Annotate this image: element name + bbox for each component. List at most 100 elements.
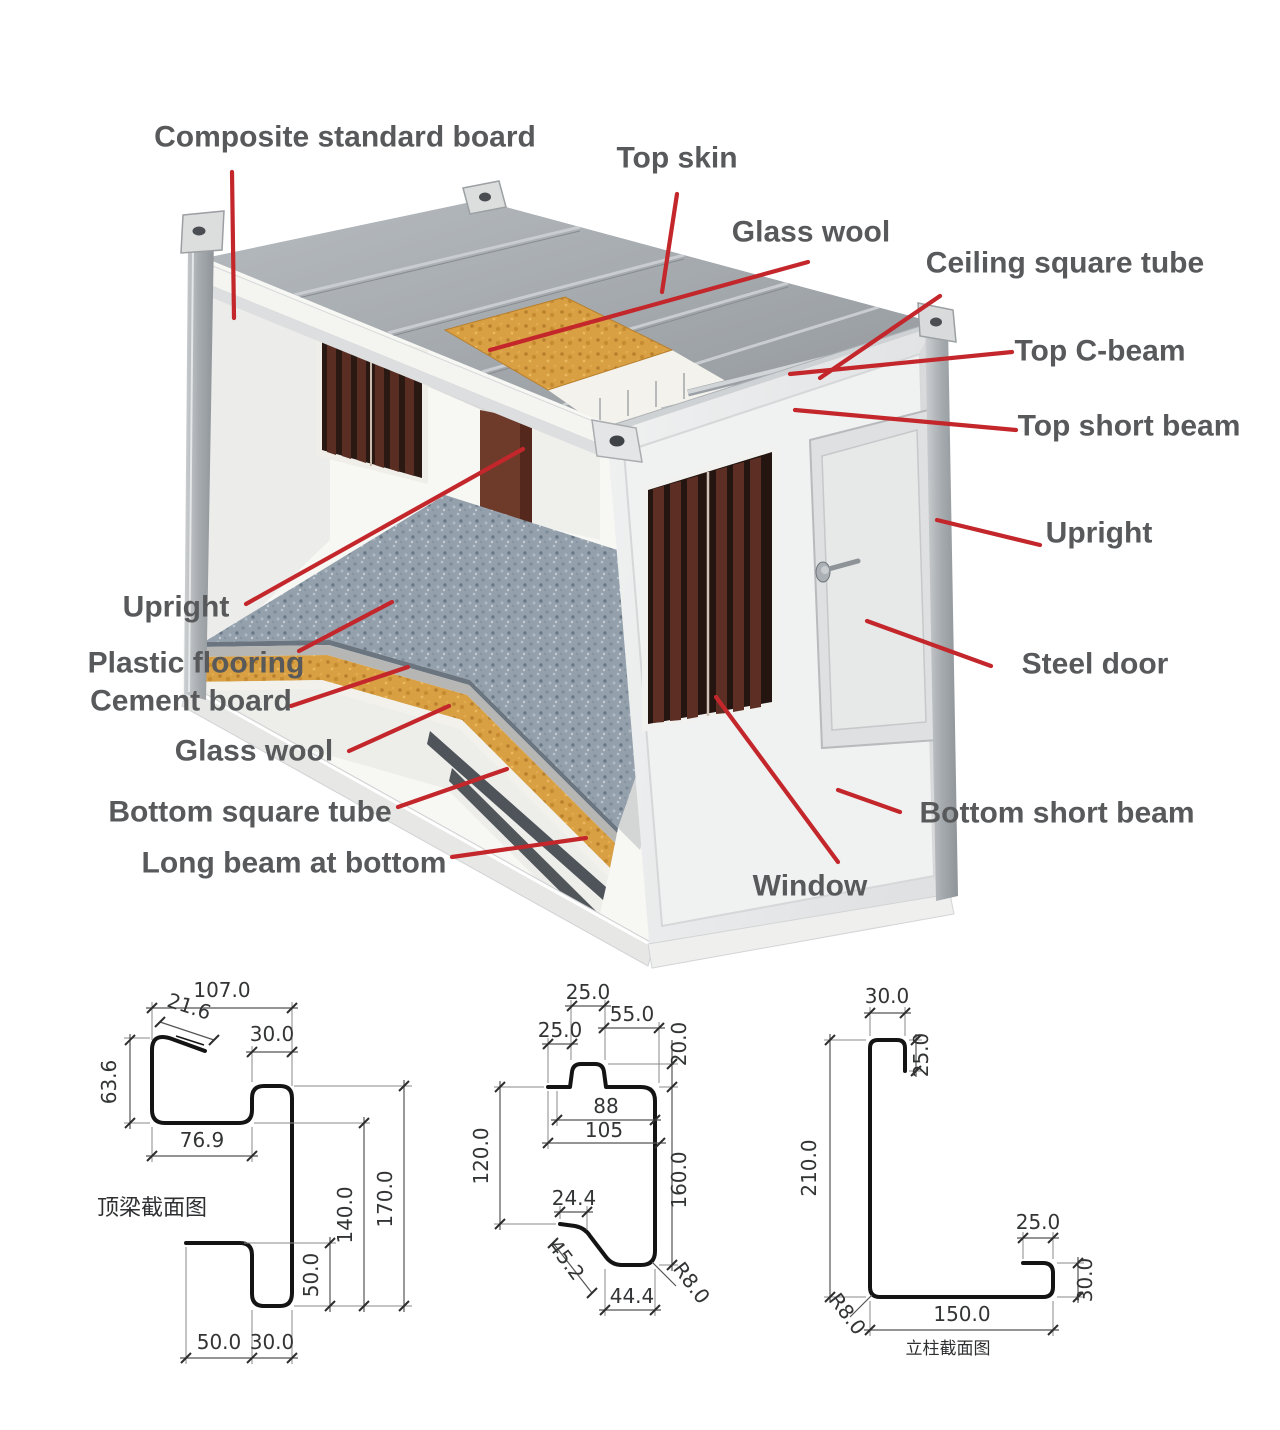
top-beam-lip-inner xyxy=(175,1035,205,1046)
label-composite-standard-board: Composite standard board xyxy=(154,121,536,154)
label-ceiling-square-tube: Ceiling square tube xyxy=(926,247,1204,280)
label-bottom-square-tube: Bottom square tube xyxy=(108,796,391,829)
bottom-short-beam-edge xyxy=(647,893,955,969)
dim-45-2: 45.2 xyxy=(544,1235,590,1285)
front-window-slats xyxy=(653,457,761,723)
label-long-beam-at-bottom: Long beam at bottom xyxy=(142,847,447,880)
upright-column-extension-lines xyxy=(824,1007,1084,1336)
door-panel xyxy=(821,429,927,731)
casting-hole-front xyxy=(609,435,625,447)
top-beam-dimension-lines xyxy=(129,1007,405,1359)
dim-160: 160.0 xyxy=(667,1151,691,1208)
dim-210: 210.0 xyxy=(797,1139,821,1196)
upright-post-right xyxy=(925,318,958,901)
dim-76-9: 76.9 xyxy=(180,1128,225,1152)
label-top-c-beam: Top C-beam xyxy=(1014,335,1185,368)
top-beam-ticks xyxy=(124,1002,410,1364)
dim-25-hat: 25.0 xyxy=(566,980,611,1004)
label-bottom-short-beam: Bottom short beam xyxy=(919,797,1194,830)
leader-upright-left xyxy=(243,446,526,607)
leader-cement-board xyxy=(288,664,411,709)
ceiling-board-ticks xyxy=(599,373,685,424)
dim-150: 150.0 xyxy=(933,1302,990,1326)
dim-24-4: 24.4 xyxy=(552,1186,597,1210)
long-bottom-beam xyxy=(181,683,655,967)
house-illustration: Composite standard board Top skin Glass … xyxy=(88,121,1241,969)
leader-long-beam-bottom xyxy=(449,835,589,860)
glass-wool-floor-layer xyxy=(196,655,615,868)
label-top-skin: Top skin xyxy=(616,142,737,175)
label-upright-right: Upright xyxy=(1046,517,1153,550)
leader-ceiling-square-tube xyxy=(817,293,943,381)
interior-opening xyxy=(532,424,600,540)
dim-25-bottom-col: 25.0 xyxy=(1016,1210,1061,1234)
label-glass-wool-roof: Glass wool xyxy=(732,216,890,249)
drawing-top-beam-section: 107.0 21.6 30.0 63.6 76.9 140.0 170.0 50… xyxy=(97,978,412,1364)
leader-upright-right xyxy=(934,517,1043,548)
leader-top-short-beam xyxy=(792,407,1019,433)
rear-window xyxy=(316,322,428,484)
dim-63-6: 63.6 xyxy=(97,1060,121,1105)
label-window: Window xyxy=(753,870,868,903)
leader-steel-door xyxy=(864,618,994,669)
title-top-beam-section: 顶梁截面图 xyxy=(97,1196,207,1221)
top-long-beam-shadow xyxy=(193,280,604,456)
leader-plastic-flooring xyxy=(296,599,395,654)
mid-rail-dimension-lines xyxy=(499,1005,677,1311)
interior-wall-shading xyxy=(206,268,330,660)
casting-hole-top-right xyxy=(930,317,942,327)
drawing-mid-rail-section: 25.0 25.0 55.0 20.0 88 105 120.0 160.0 2… xyxy=(469,980,715,1316)
label-cement-board: Cement board xyxy=(90,685,292,718)
plastic-floor-surface xyxy=(204,495,660,828)
dim-170: 170.0 xyxy=(373,1170,397,1227)
title-upright-column-section: 立柱截面图 xyxy=(906,1339,991,1359)
long-bottom-beam-highlight xyxy=(188,685,654,948)
dim-140: 140.0 xyxy=(333,1186,357,1243)
leader-bottom-short-beam xyxy=(835,787,903,815)
dim-25-top-col: 25.0 xyxy=(909,1033,933,1078)
dim-20: 20.0 xyxy=(667,1022,691,1067)
dim-88: 88 xyxy=(593,1094,618,1118)
leader-composite-standard-board xyxy=(229,169,237,321)
exposed-ceiling-board xyxy=(548,350,745,425)
dim-50-bottom: 50.0 xyxy=(197,1330,242,1354)
label-steel-door: Steel door xyxy=(1022,648,1169,681)
front-wall xyxy=(607,326,955,969)
rear-window-slats xyxy=(327,330,414,476)
roof xyxy=(205,200,933,425)
drawing-upright-column-section: 30.0 25.0 210.0 25.0 30.0 150.0 R8.0 立柱截… xyxy=(797,984,1097,1359)
leader-bottom-square-tube xyxy=(395,766,510,810)
frame-posts xyxy=(180,180,958,901)
dim-44-4: 44.4 xyxy=(610,1284,655,1308)
glass-wool-roof-patch xyxy=(443,296,674,391)
leader-lines xyxy=(229,169,1043,865)
dim-120: 120.0 xyxy=(469,1127,493,1184)
bottom-square-tube-1 xyxy=(427,731,606,900)
dim-50-vertical: 50.0 xyxy=(299,1253,323,1298)
label-upright-left: Upright xyxy=(123,591,230,624)
casting-hole-back xyxy=(479,192,491,202)
leader-window xyxy=(713,694,841,865)
leader-top-skin xyxy=(659,191,680,295)
mid-rail-profile xyxy=(546,1062,657,1267)
label-plastic-flooring: Plastic flooring xyxy=(88,647,305,680)
upright-column-dimension-lines xyxy=(829,1012,1079,1331)
label-glass-wool-floor: Glass wool xyxy=(175,735,333,768)
interior-upright-column xyxy=(480,410,520,522)
steel-door xyxy=(808,408,942,750)
door-handle xyxy=(815,558,861,583)
top-beam-extension-lines xyxy=(124,1002,412,1364)
leader-glass-wool-roof xyxy=(487,259,811,353)
dim-30-bottom: 30.0 xyxy=(250,1330,295,1354)
dim-105: 105 xyxy=(585,1118,623,1142)
left-post-highlight xyxy=(188,243,194,693)
callout-labels: Composite standard board Top skin Glass … xyxy=(88,121,1241,903)
dim-55: 55.0 xyxy=(610,1002,655,1026)
top-beam-profile xyxy=(150,1035,294,1308)
front-window xyxy=(642,444,778,732)
upright-column-profile xyxy=(868,1038,1055,1299)
dim-107: 107.0 xyxy=(193,978,250,1002)
casting-hole-top-left xyxy=(192,226,206,236)
